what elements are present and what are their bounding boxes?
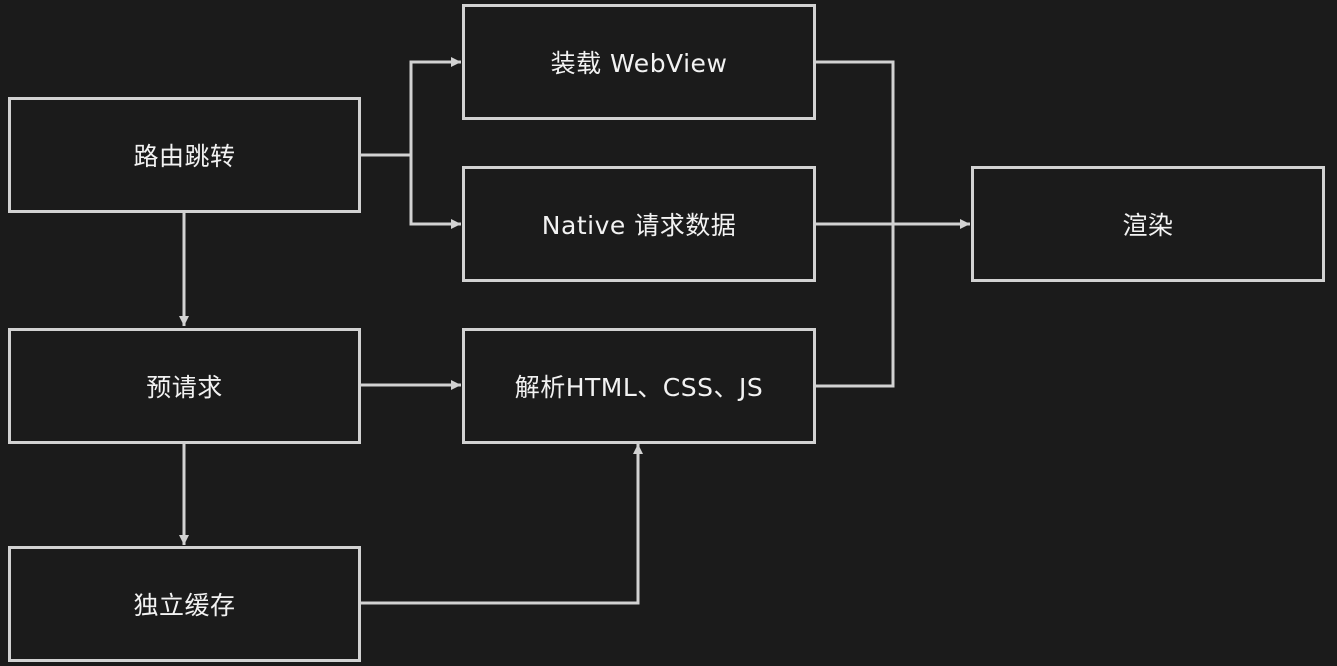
node-route: 路由跳转: [8, 97, 361, 213]
node-render: 渲染: [971, 166, 1325, 282]
node-native: Native 请求数据: [462, 166, 816, 282]
edge-route-webview: [360, 57, 461, 157]
edge-webview-render: [815, 60, 895, 224]
node-parse: 解析HTML、CSS、JS: [462, 328, 816, 444]
node-prefetch: 预请求: [8, 328, 361, 444]
edge-parse-render: [815, 224, 895, 388]
edge-route-native: [409, 155, 461, 229]
edge-cache-parse: [360, 444, 643, 605]
node-cache: 独立缓存: [8, 546, 361, 662]
node-webview: 装载 WebView: [462, 4, 816, 120]
